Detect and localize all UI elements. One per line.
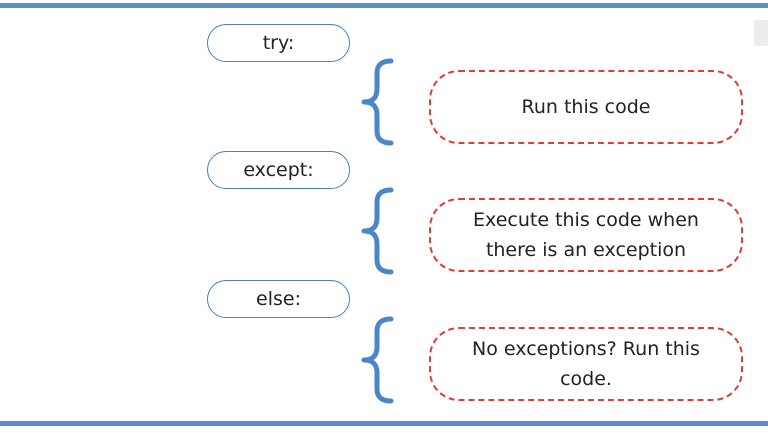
try-keyword-box: try: xyxy=(207,24,350,62)
except-keyword-box: except: xyxy=(207,151,350,189)
top-rule xyxy=(0,3,768,8)
except-brace xyxy=(361,187,394,275)
else-brace xyxy=(361,316,394,404)
bottom-rule xyxy=(0,421,768,426)
try-brace xyxy=(361,58,394,146)
except-code-text: Execute this code when there is an excep… xyxy=(473,209,699,261)
else-keyword-label: else: xyxy=(256,288,301,310)
try-code-block: Run this code xyxy=(429,70,743,144)
try-keyword-label: try: xyxy=(262,32,295,54)
else-keyword-box: else: xyxy=(207,280,350,318)
except-keyword-label: except: xyxy=(243,159,314,181)
corner-tab xyxy=(754,20,768,46)
else-code-text: No exceptions? Run this code. xyxy=(472,338,700,390)
try-code-text: Run this code xyxy=(521,96,651,118)
else-code-block: No exceptions? Run this code. xyxy=(429,327,743,401)
except-code-block: Execute this code when there is an excep… xyxy=(429,198,743,272)
